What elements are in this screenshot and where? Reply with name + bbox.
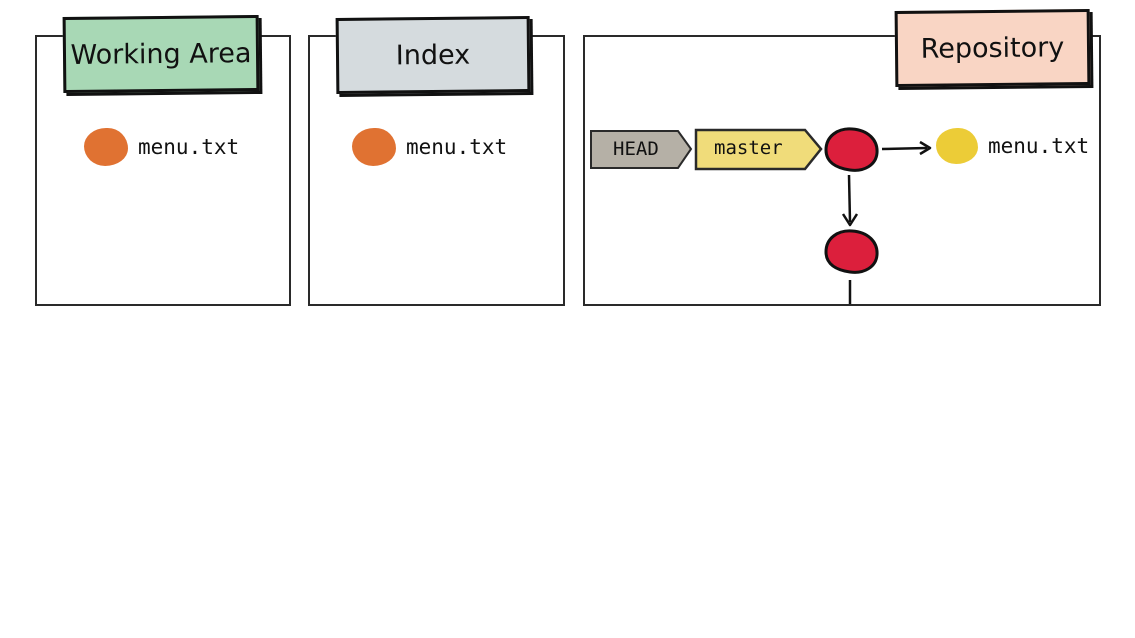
working-area-file: menu.txt [84,128,239,166]
index-title-text: Index [395,39,471,71]
tree-blob-icon [936,128,978,164]
file-blob-icon [352,128,396,166]
head-ref-label: HEAD [613,138,659,160]
index-file-name: menu.txt [406,135,508,159]
working-area-title: Working Area [62,14,260,94]
repository-title-text: Repository [920,31,1065,65]
repository-tree-file: menu.txt [936,128,1089,164]
index-file: menu.txt [352,128,507,166]
working-area-file-name: menu.txt [138,135,240,159]
repository-title: Repository [894,8,1091,88]
file-blob-icon [84,128,128,166]
index-title: Index [335,15,531,95]
repository-file-name: menu.txt [988,134,1090,158]
master-branch-label: master [714,137,783,159]
working-area-title-text: Working Area [70,37,252,71]
